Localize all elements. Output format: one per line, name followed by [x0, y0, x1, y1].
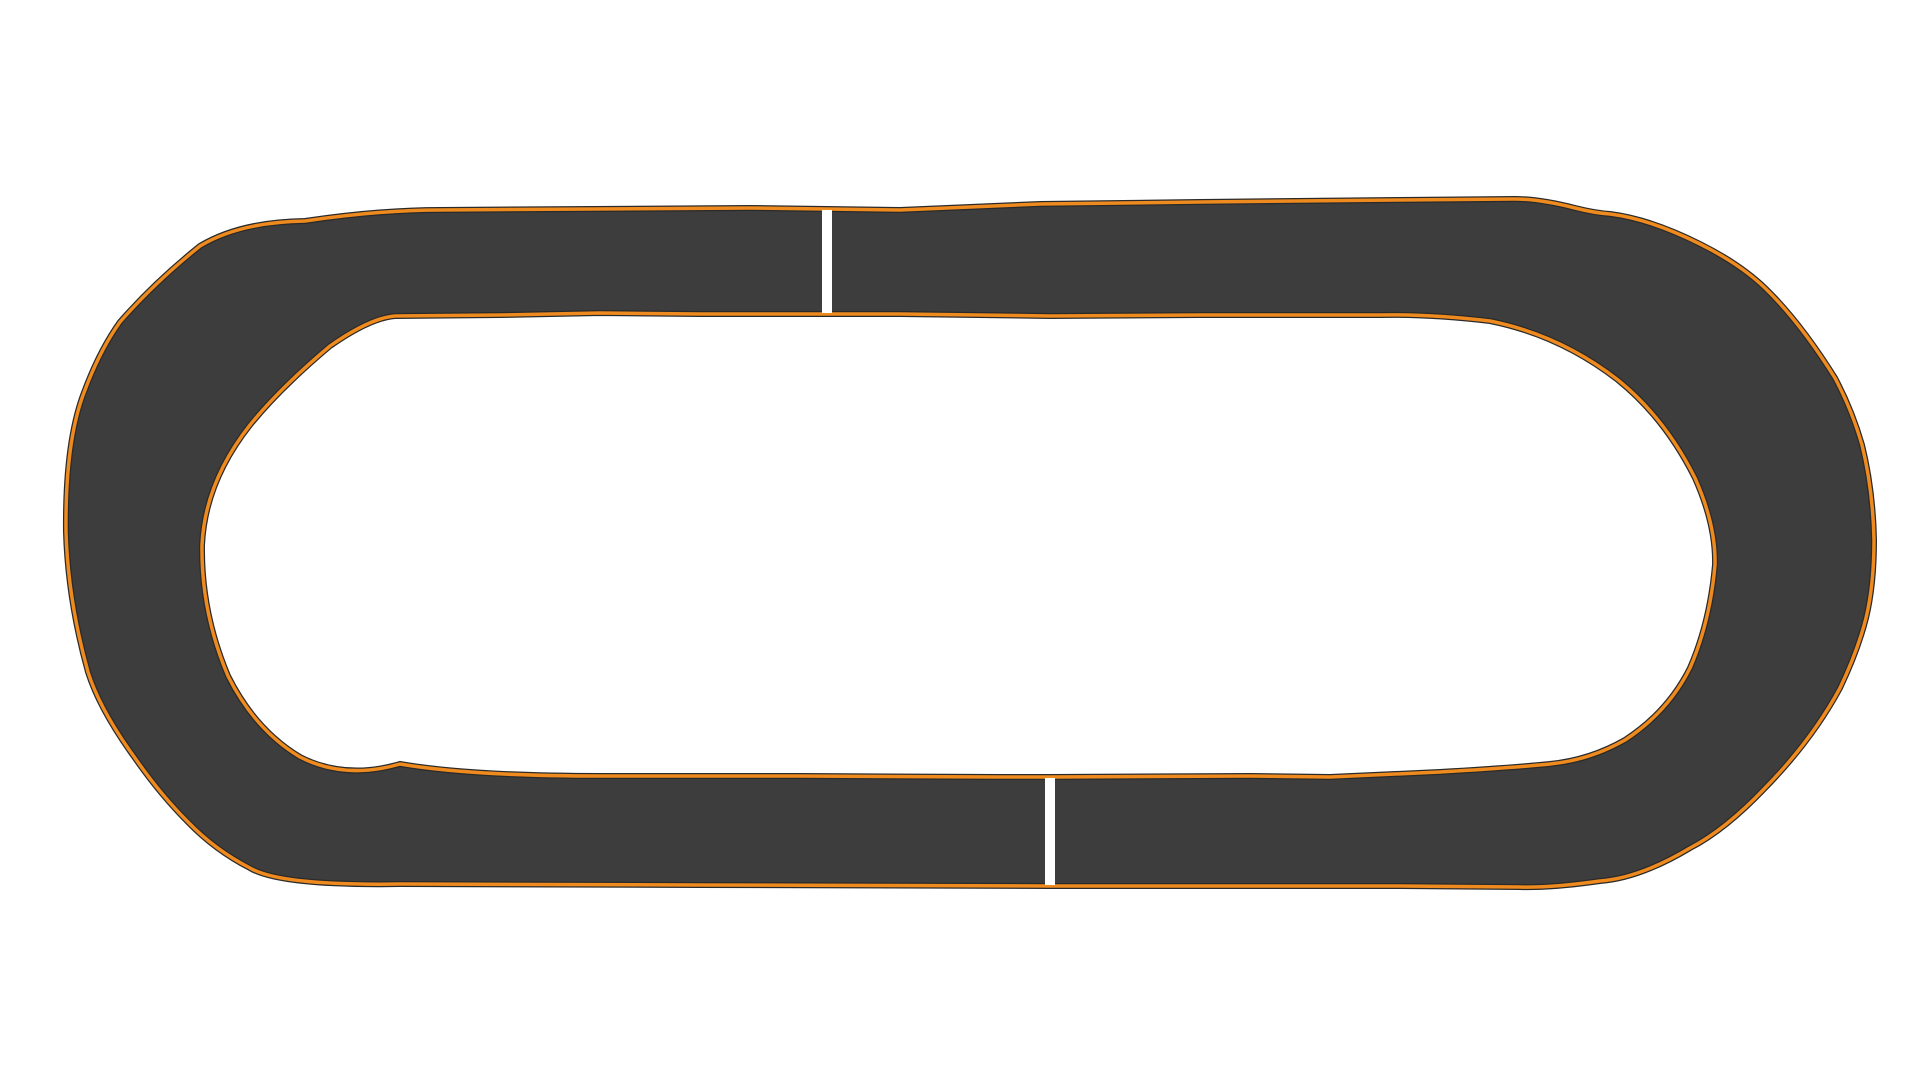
start-line [822, 210, 832, 313]
checkpoint-line [1045, 778, 1055, 885]
outer-curb [64, 197, 1876, 889]
track-asphalt [62, 195, 1878, 891]
inner-curb [200, 311, 1717, 779]
race-track [62, 195, 1878, 891]
